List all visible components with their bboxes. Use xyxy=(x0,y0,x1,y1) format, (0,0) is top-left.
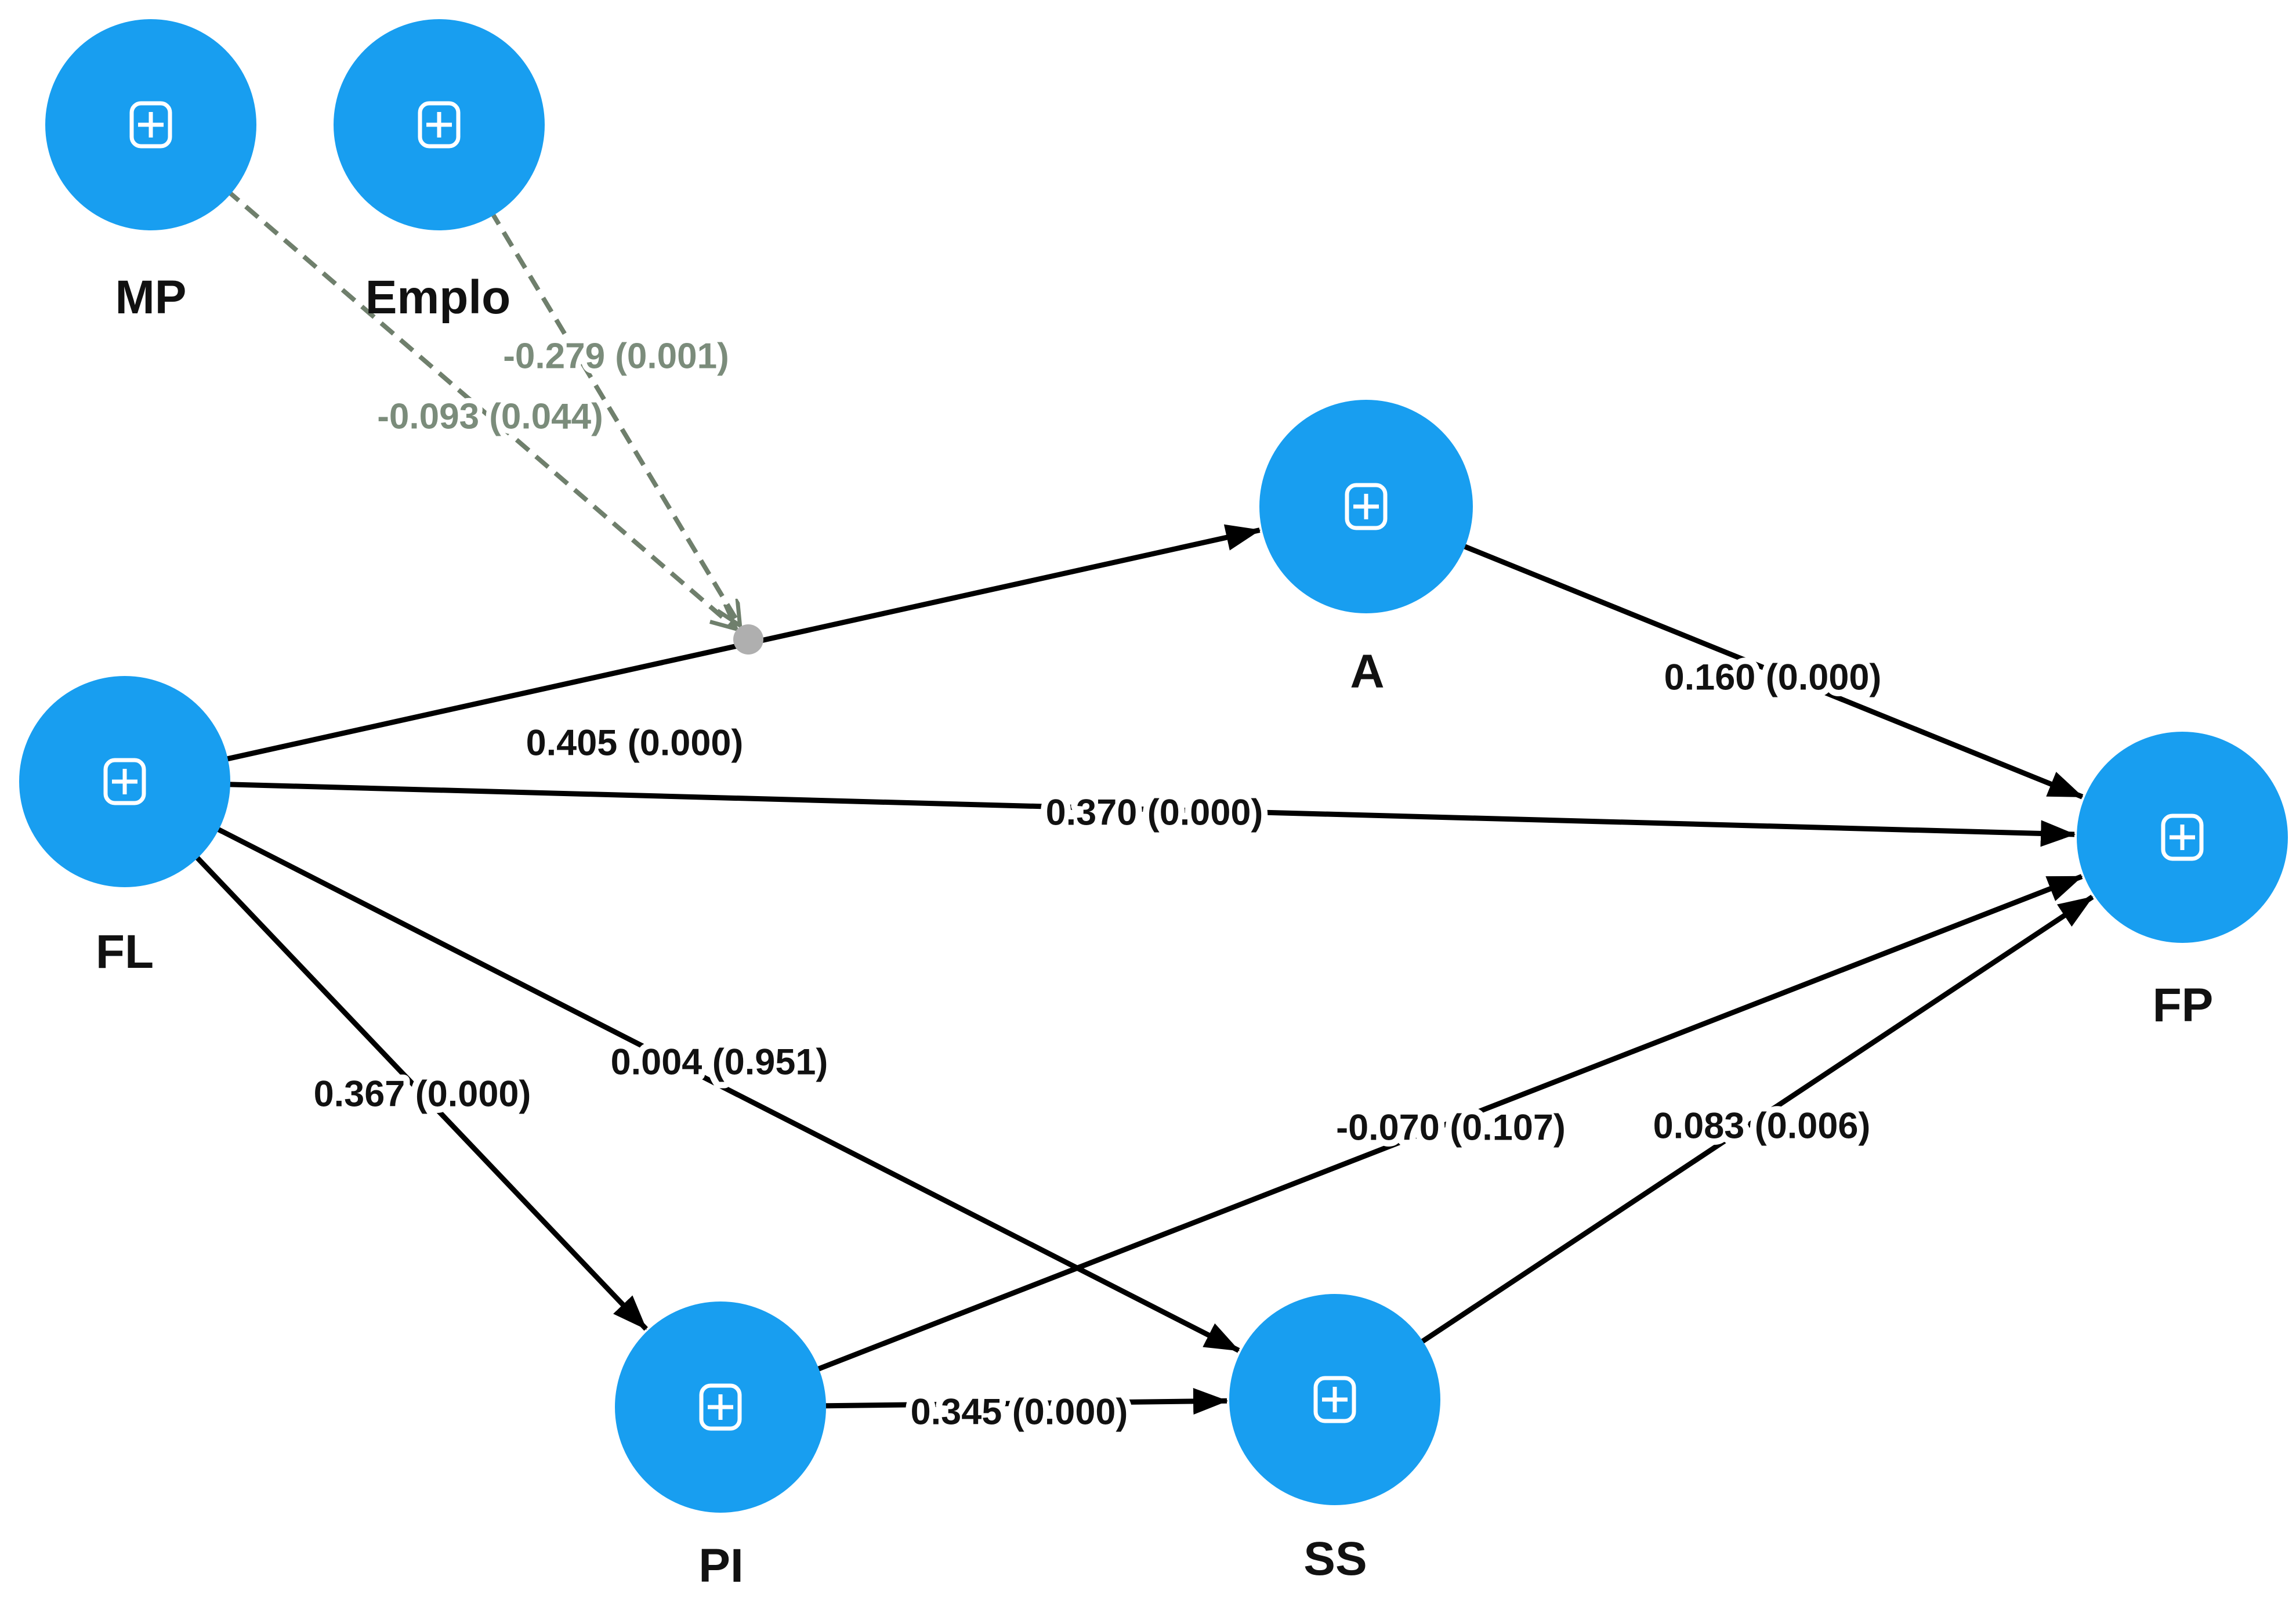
construct-label-PI: PI xyxy=(698,1539,743,1592)
construct-node-Emplo[interactable] xyxy=(334,19,545,230)
construct-label-SS: SS xyxy=(1303,1532,1367,1585)
moderation-arrow-Emplo[interactable] xyxy=(488,209,739,623)
moderation-coefficient-label-Emplo: -0.279 (0.001) xyxy=(503,336,729,376)
path-coefficient-label-PI-to-FP: -0.070 (0.107) xyxy=(1336,1108,1566,1148)
path-arrow-A-to-FP[interactable] xyxy=(1458,542,2084,800)
construct-node-SS[interactable] xyxy=(1229,1294,1440,1505)
path-coefficient-label-PI-to-SS: 0.345 (0.000) xyxy=(911,1392,1128,1433)
plus-icon-Emplo[interactable] xyxy=(418,101,461,149)
construct-label-MP: MP xyxy=(115,271,187,324)
path-coefficient-label-FL-to-A: 0.405 (0.000) xyxy=(526,723,744,764)
path-arrow-PI-to-SS[interactable] xyxy=(820,1387,1229,1415)
construct-node-A[interactable] xyxy=(1259,400,1473,613)
plus-icon-FP[interactable] xyxy=(2161,814,2204,861)
construct-label-A: A xyxy=(1350,645,1384,698)
path-arrow-FL-to-FP[interactable] xyxy=(224,782,2076,847)
construct-label-FL: FL xyxy=(96,925,154,978)
plus-icon-SS[interactable] xyxy=(1313,1376,1356,1423)
path-arrow-FL-to-SS[interactable] xyxy=(212,825,1240,1353)
moderation-arrow-MP[interactable] xyxy=(224,188,734,627)
construct-node-FL[interactable] xyxy=(19,676,230,887)
path-arrow-FL-to-PI[interactable] xyxy=(191,852,648,1331)
moderation-coefficient-label-MP: -0.093 (0.044) xyxy=(377,396,603,436)
construct-label-Emplo: Emplo xyxy=(365,271,511,324)
construct-label-FP: FP xyxy=(2153,979,2214,1032)
construct-node-PI[interactable] xyxy=(615,1301,826,1513)
construct-node-FP[interactable] xyxy=(2077,732,2288,943)
path-arrow-SS-to-FP[interactable] xyxy=(1416,895,2094,1347)
moderation-junction-dot xyxy=(733,624,763,655)
path-coefficient-label-FL-to-PI: 0.367 (0.000) xyxy=(314,1074,531,1115)
path-coefficient-label-FL-to-SS: 0.004 (0.951) xyxy=(611,1042,828,1083)
plus-icon-MP[interactable] xyxy=(129,101,172,149)
plus-icon-FL[interactable] xyxy=(103,758,146,805)
construct-node-MP[interactable] xyxy=(45,19,256,230)
path-coefficient-label-SS-to-FP: 0.083 (0.006) xyxy=(1653,1106,1871,1147)
path-coefficient-label-A-to-FP: 0.160 (0.000) xyxy=(1664,657,1882,698)
plus-icon-A[interactable] xyxy=(1345,483,1388,530)
path-coefficient-label-FL-to-FP: 0.370 (0.000) xyxy=(1046,793,1263,833)
plus-icon-PI[interactable] xyxy=(699,1383,742,1431)
path-arrow-PI-to-FP[interactable] xyxy=(812,874,2083,1373)
